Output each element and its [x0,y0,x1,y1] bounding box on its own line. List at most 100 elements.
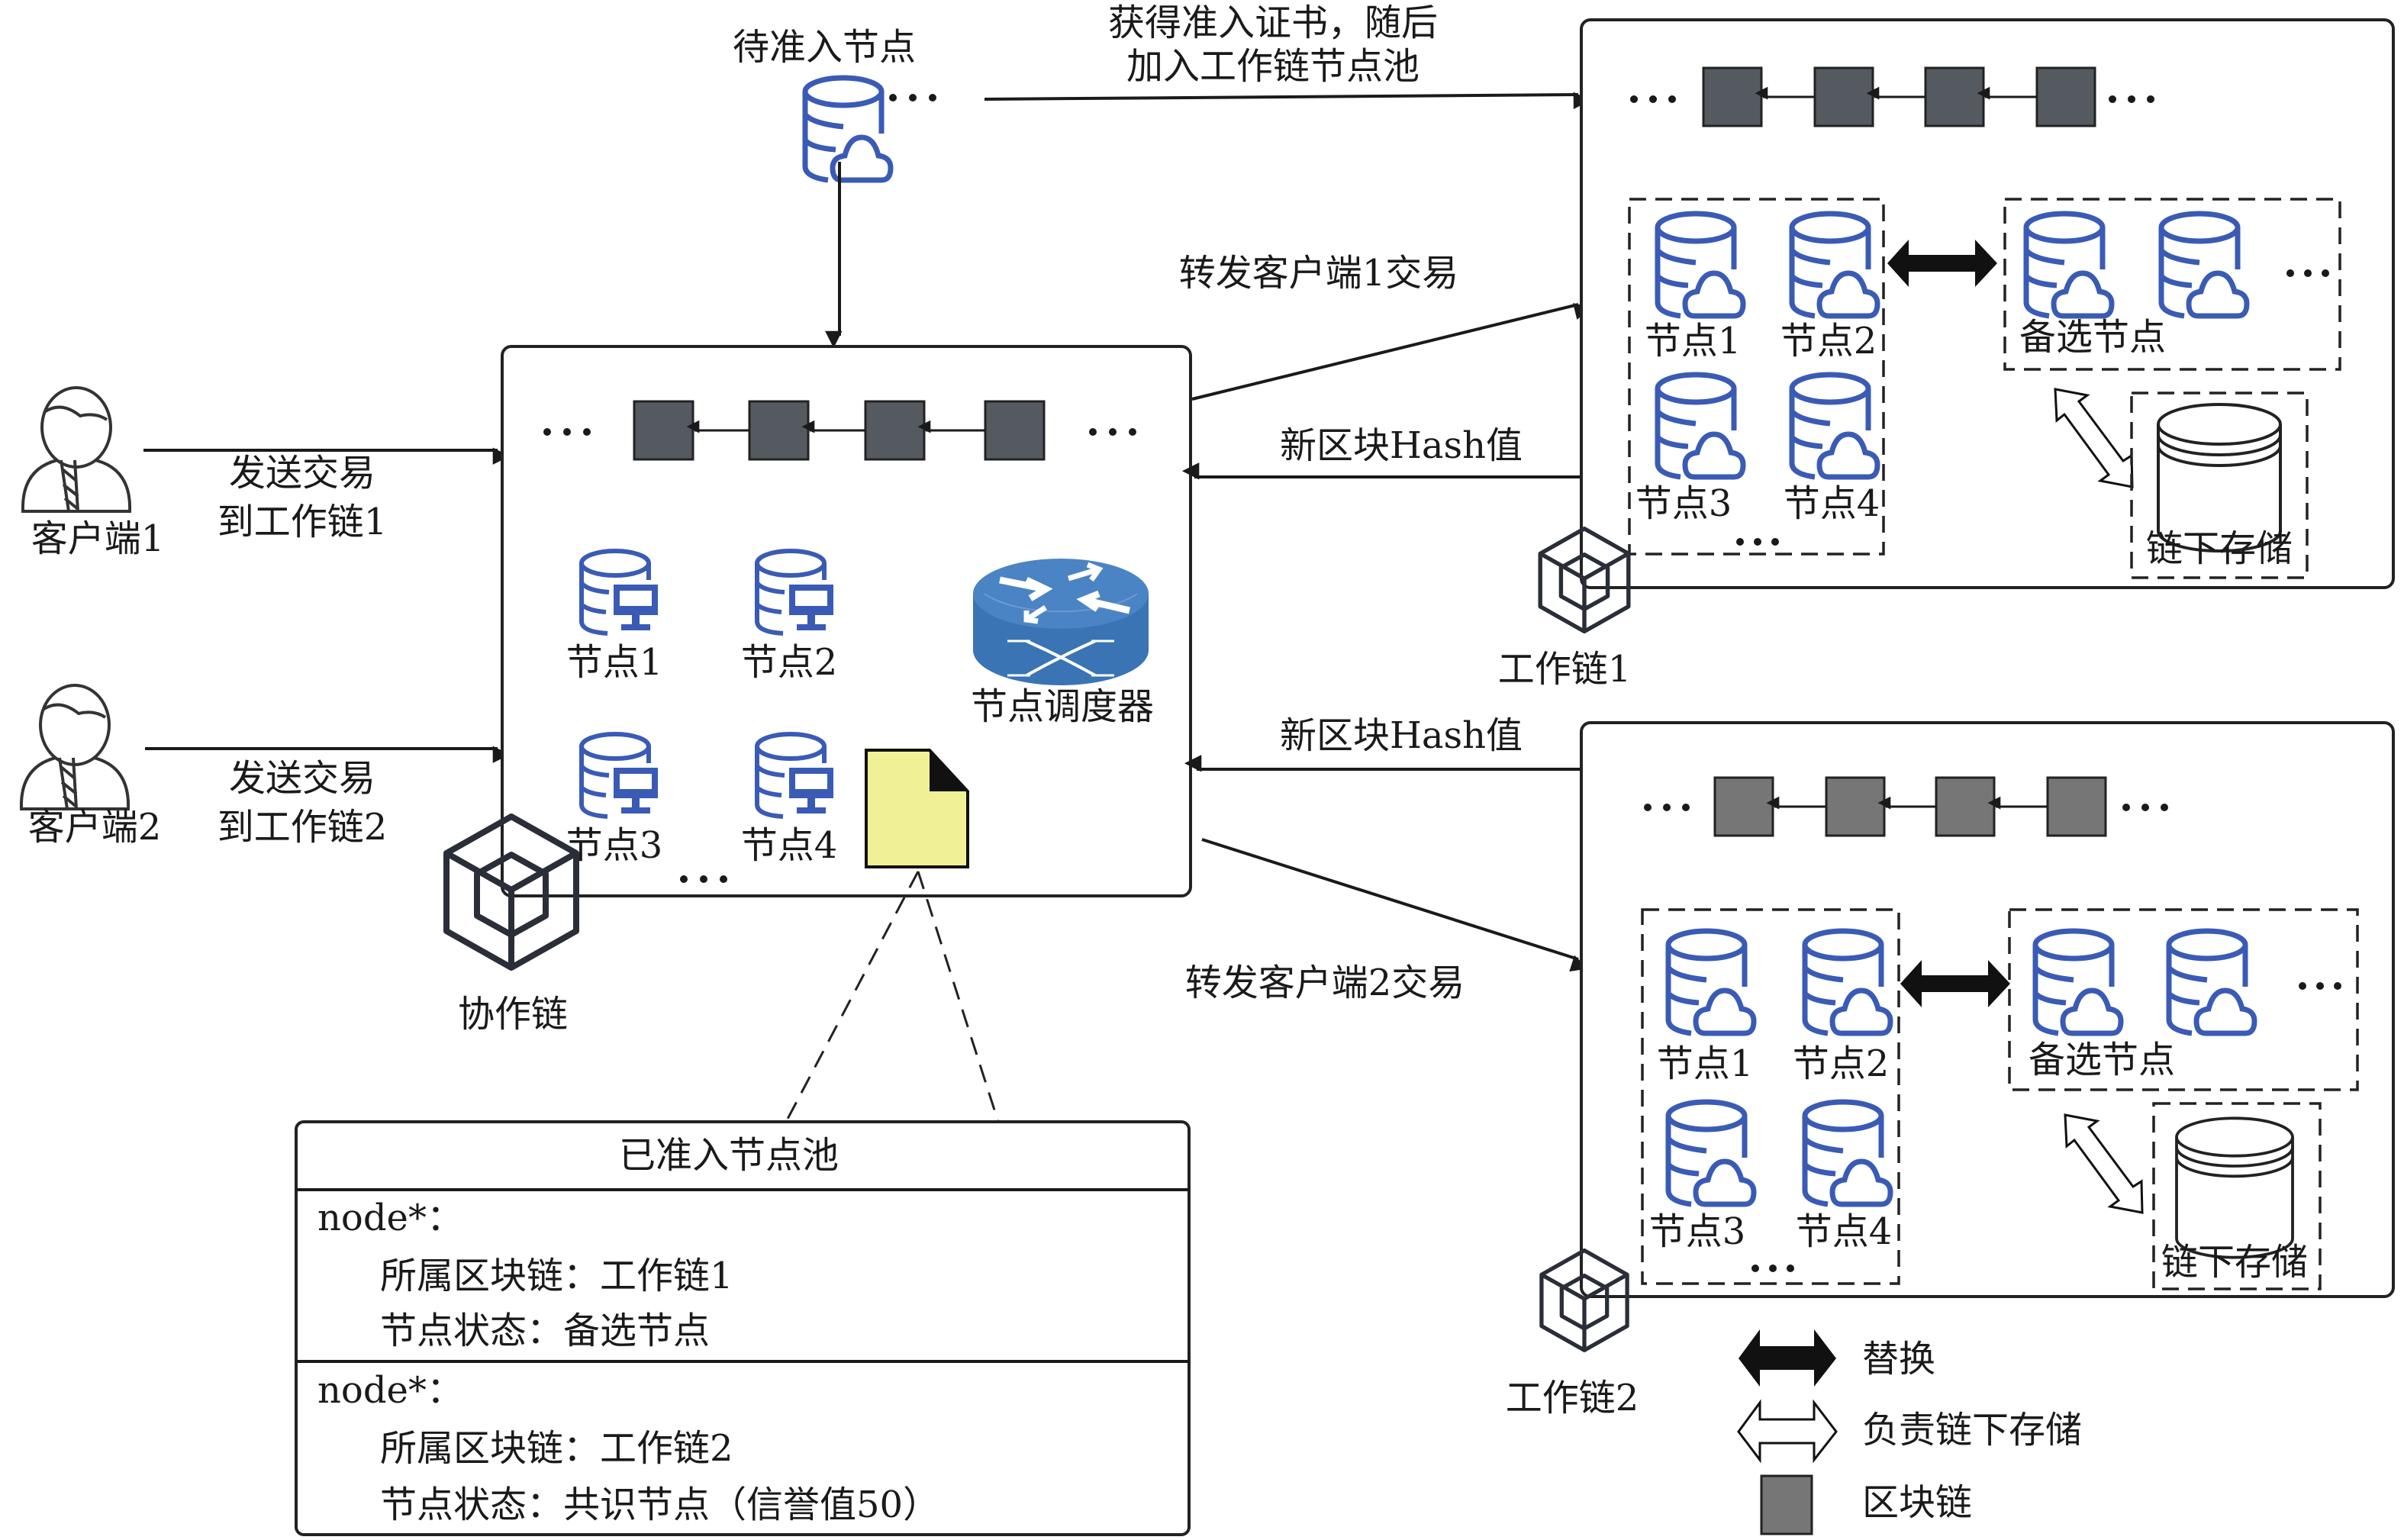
entry-status: 节点状态：备选节点 [380,1310,710,1352]
user-icon [21,386,132,513]
block [1935,776,1996,837]
node-label: 节点1 [1657,1042,1754,1085]
client-2-arrow-line1: 发送交易 [229,757,375,800]
legend-item-blockchain: 区块链 [1760,1474,1972,1535]
block [984,400,1046,461]
client-1-arrow-line1: 发送交易 [229,452,375,495]
work-chain-1-cube: 工作链1 [1498,529,1632,691]
router-icon [973,559,1149,685]
collab-chain: 节点1 节点2 节点3 节点4 [501,345,1192,897]
client-1: 客户端1 [21,386,165,560]
block [864,400,926,461]
work1-candidate-group: 备选节点 [2003,198,2341,371]
node-pool-header: 已准入节点池 [619,1134,839,1177]
storage-cylinder-icon [2175,1116,2294,1259]
solid-double-arrow-icon [1739,1329,1836,1387]
node-pool-table: 已准入节点池 node*： 所属区块链：工作链1 节点状态：备选节点 node*… [295,1120,1191,1536]
work-chain-2: 节点1 节点2 节点3 节点4 备选节点 链下存储 [1580,721,2395,1298]
block [1813,66,1874,127]
block [633,400,694,461]
collab-chain-box [501,345,1192,897]
work1-consensus-group: 节点1 节点2 节点3 节点4 [1628,198,1885,556]
node-label: 节点1 [566,641,663,684]
hollow-double-arrow-icon [2064,1113,2144,1214]
hash1-label: 新区块Hash值 [1280,424,1523,467]
candidate-label: 备选节点 [2029,1039,2175,1081]
admission-label-line1: 获得准入证书，随后 [1108,2,1438,44]
work2-storage-group: 链下存储 [2152,1102,2322,1290]
node-scheduler: 节点调度器 [971,559,1154,728]
candidate-label: 备选节点 [2019,316,2166,359]
entry-name: node*： [317,1197,463,1239]
pending-node: 待准入节点 [733,26,936,180]
block-icon [1760,1474,1813,1535]
work1-storage-group: 链下存储 [2130,391,2309,579]
solid-double-arrow-icon [1900,960,2010,1007]
node-label: 节点2 [741,641,838,684]
work2-candidate-group: 备选节点 [2008,908,2359,1091]
work2-consensus-group: 节点1 节点2 节点3 节点4 [1641,908,1900,1285]
user-icon [19,684,131,810]
candidate-ellipsis [2286,269,2329,277]
block [1825,776,1886,837]
chain-ellipsis-left [1630,95,1676,103]
block [2046,776,2107,837]
node-label: 节点2 [1793,1042,1890,1085]
pool-link-left [785,871,920,1123]
block [1713,776,1774,837]
client-1-label: 客户端1 [31,517,165,560]
work-chain-1: 节点1 节点2 节点3 节点4 备选节点 链下存储 [1580,18,2395,589]
entry-name: node*： [317,1369,463,1412]
consensus-ellipsis [1736,538,1779,546]
hash2-label: 新区块Hash值 [1280,714,1523,757]
work-chain-2-cube: 工作链2 [1506,1251,1639,1419]
block [1924,66,1985,127]
legend: 替换 负责链下存储 区块链 [1737,1329,2082,1535]
collab-node-1: 节点1 [566,551,663,684]
block [1702,66,1763,127]
work1-blockchain [1630,66,2154,127]
legend-item-replace: 替换 [1739,1329,1935,1387]
work2-blockchain [1644,776,2168,837]
collab-nodes-ellipsis [680,875,727,883]
node-label: 节点4 [1784,482,1880,525]
admission-arrow [984,92,1591,109]
collab-node-2: 节点2 [741,551,838,684]
node-label: 节点3 [566,824,663,867]
collab-chain-cube: 协作链 [446,817,576,1036]
collab-chain-label: 协作链 [458,993,568,1036]
legend-label: 区块链 [1862,1481,1972,1524]
entry-status: 节点状态：共识节点（信誉值50） [380,1484,939,1526]
node-label: 节点1 [1645,320,1742,362]
block [748,400,810,461]
collab-blockchain [543,400,1136,461]
client-1-arrow-line2: 到工作链1 [218,501,388,543]
chain-ellipsis-left [543,428,591,436]
forward-client1-label: 转发客户端1交易 [1179,252,1459,295]
collab-node-3: 节点3 [566,734,663,867]
document-icon[interactable] [865,749,969,868]
node-pool-entry: node*： 所属区块链：工作链2 节点状态：共识节点（信誉值50） [317,1369,939,1526]
work-chain-1-label: 工作链1 [1498,648,1632,691]
pending-ellipsis [889,94,936,101]
hollow-double-arrow-icon [1737,1399,1838,1464]
chain-ellipsis-right [1089,428,1136,436]
database-cloud-icon [805,78,891,180]
node-scheduler-label: 节点调度器 [971,685,1154,728]
pool-link-right [917,871,1000,1123]
forward-client2-arrow [1201,838,1589,972]
legend-label: 负责链下存储 [1862,1409,2082,1451]
node-label: 节点4 [741,824,838,867]
node-pool-entry: node*： 所属区块链：工作链1 节点状态：备选节点 [317,1197,733,1352]
node-label: 节点2 [1780,320,1877,362]
block [2035,66,2096,127]
node-label: 节点4 [1796,1210,1893,1253]
client-2-arrow-line2: 到工作链2 [218,806,388,849]
chain-ellipsis-left [1644,804,1690,811]
legend-label: 替换 [1862,1338,1935,1381]
forward-client1-arrow [1191,303,1592,401]
client-2: 客户端2 [19,684,162,849]
node-label: 节点3 [1649,1210,1746,1253]
client-2-label: 客户端2 [28,806,162,849]
